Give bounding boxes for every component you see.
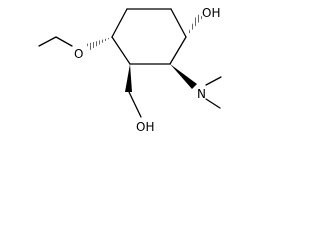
ring-bond (169, 36, 187, 65)
wedge-bond (125, 64, 132, 92)
hashed-wedge-bond (86, 37, 112, 50)
ring-bond (170, 8, 187, 38)
hydroxyl-label-bottom: OH (136, 120, 154, 134)
molecule-structure: OH N OH O (38, 6, 222, 134)
ethyl-bond (38, 36, 57, 47)
wedge-bond (170, 64, 197, 89)
ether-oxygen-label: O (74, 47, 83, 61)
n-methyl-bond (205, 98, 221, 109)
hashed-wedge-bond (186, 14, 203, 37)
ring-bond (111, 8, 128, 38)
n-methyl-bond (205, 76, 222, 86)
oh-bond (128, 91, 142, 118)
hydroxyl-label-top: OH (202, 6, 220, 20)
nitrogen-label: N (197, 87, 206, 101)
ring-bond (111, 36, 131, 65)
ethyl-bond (55, 36, 73, 47)
